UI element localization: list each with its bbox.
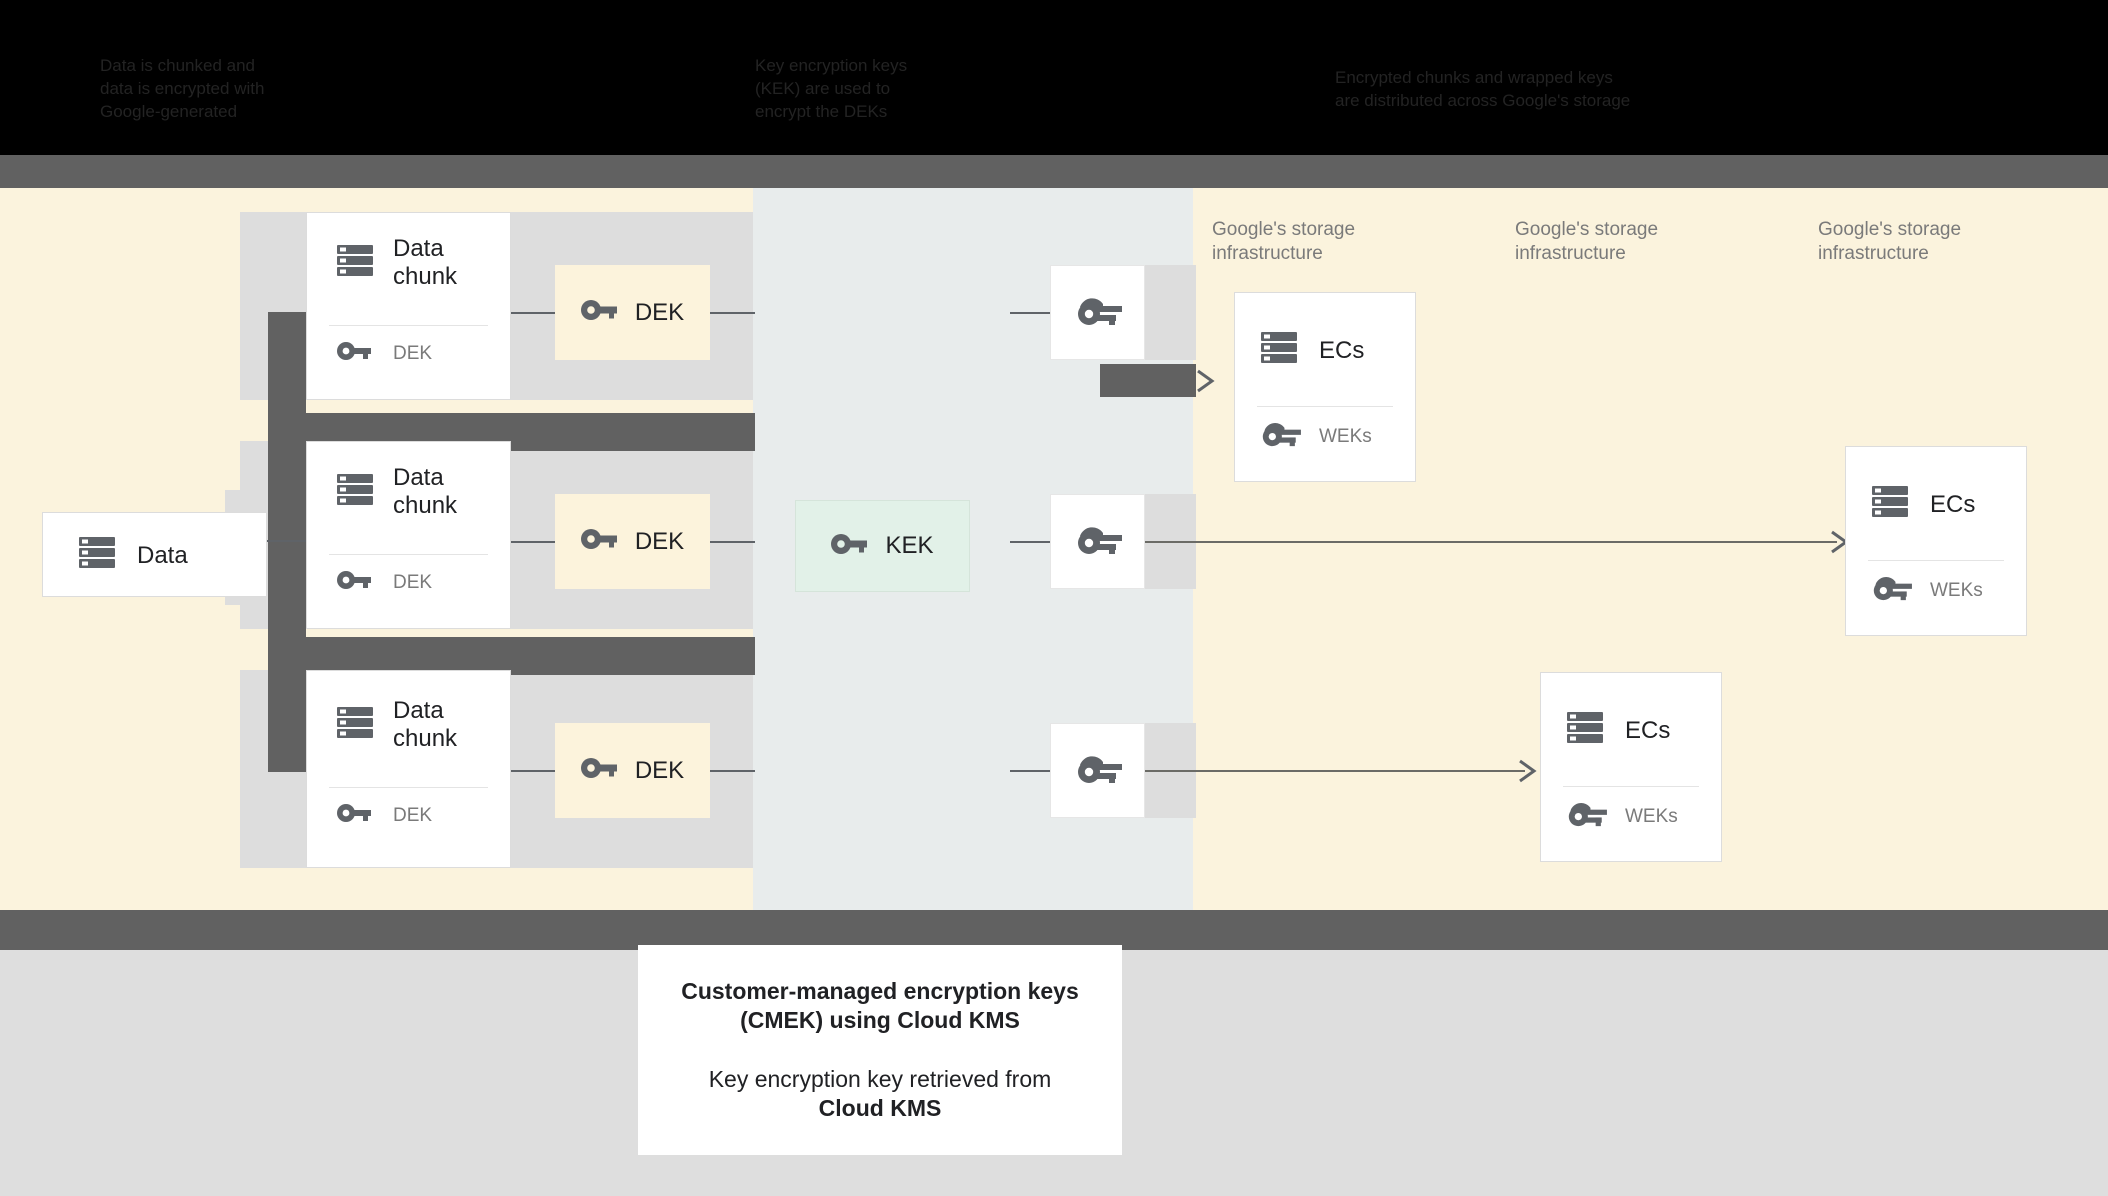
header-line-3: Google-generated xyxy=(100,102,238,121)
key-icon xyxy=(831,533,868,560)
dek-label: DEK xyxy=(634,527,685,555)
connector-chunk3-dek3 xyxy=(511,770,555,772)
data-chunk-card-1: Data chunk DEK xyxy=(306,212,511,400)
wrapped-key-icon xyxy=(1076,525,1122,560)
wrapped-key-box-2 xyxy=(1050,494,1145,589)
header-line-5: (KEK) are used to xyxy=(755,79,891,98)
top-grey-divider xyxy=(0,155,2108,188)
data-source-label: Data xyxy=(137,541,188,569)
connector-dek2-out xyxy=(710,541,755,543)
top-black-band xyxy=(0,0,2108,155)
key-icon xyxy=(337,570,371,595)
dek-box-2: DEK xyxy=(555,494,710,589)
storage-ecs-title: ECs xyxy=(1319,336,1365,364)
connector-data-to-fanout xyxy=(267,540,307,542)
fanout-branch-bottom xyxy=(268,637,755,675)
card-divider xyxy=(1868,560,2004,561)
wrapped-key-icon xyxy=(1872,575,1912,606)
header-line-4: Key encryption keys xyxy=(755,56,908,75)
server-icon xyxy=(1261,331,1297,370)
card-divider xyxy=(329,554,488,555)
header-line-6: encrypt the DEKs xyxy=(755,102,888,121)
storage-wek-label: WEKs xyxy=(1625,805,1678,827)
bottom-grey-divider xyxy=(0,910,2108,950)
key-icon xyxy=(580,528,617,555)
storage-title-3: Google's storage infrastructure xyxy=(1818,219,1962,264)
key-icon xyxy=(337,803,371,828)
dek-label: DEK xyxy=(634,756,685,784)
connector-kek-wek-3 xyxy=(1010,770,1060,772)
storage-title-2: Google's storage infrastructure xyxy=(1515,219,1659,264)
card-divider xyxy=(1257,406,1393,407)
kek-box: KEK xyxy=(795,500,970,592)
server-icon xyxy=(337,473,373,512)
wrapped-key-box-3 xyxy=(1050,723,1145,818)
storage-wek-label: WEKs xyxy=(1319,425,1372,447)
wrapped-key-box-1 xyxy=(1050,265,1145,360)
wrapped-key-icon xyxy=(1567,801,1607,832)
arrow-line-row-3 xyxy=(1145,770,1525,772)
card-divider xyxy=(1563,786,1699,787)
arrow-bar-row-1 xyxy=(1100,364,1196,397)
data-source-card: Data xyxy=(42,512,267,597)
header-line-2: data is encrypted with xyxy=(100,79,265,98)
arrow-right-icon xyxy=(1519,759,1537,783)
caption-line-1: Customer-managed encryption keys xyxy=(681,978,1079,1004)
data-chunk-title: Data chunk xyxy=(393,464,458,519)
data-chunk-card-2: Data chunk DEK xyxy=(306,441,511,629)
wrapped-key-icon xyxy=(1076,296,1122,331)
arrow-right-icon xyxy=(1197,369,1215,393)
storage-ecs-title: ECs xyxy=(1930,490,1976,518)
data-chunk-key-label: DEK xyxy=(393,804,433,826)
storage-wek-label: WEKs xyxy=(1930,579,1983,601)
dek-label: DEK xyxy=(634,298,685,326)
connector-chunk1-dek1 xyxy=(511,312,555,314)
header-line-7: Encrypted chunks and wrapped keys xyxy=(1335,68,1613,87)
connector-kek-wek-1 xyxy=(1010,312,1060,314)
data-chunk-key-label: DEK xyxy=(393,342,433,364)
server-icon xyxy=(337,244,373,283)
fanout-vertical-bar xyxy=(268,312,306,772)
storage-ecs-title: ECs xyxy=(1625,716,1671,744)
card-divider xyxy=(329,325,488,326)
server-icon xyxy=(1567,711,1603,750)
key-icon xyxy=(337,341,371,366)
card-divider xyxy=(329,787,488,788)
connector-chunk2-dek2 xyxy=(511,541,555,543)
storage-title-1: Google's storage infrastructure xyxy=(1212,219,1356,264)
caption-line-3: Key encryption key retrieved from xyxy=(708,1066,1052,1092)
header-line-1: Data is chunked and xyxy=(100,56,255,75)
server-icon xyxy=(337,706,373,745)
dek-box-3: DEK xyxy=(555,723,710,818)
header-line-8: are distributed across Google's storage xyxy=(1335,91,1631,110)
key-icon xyxy=(580,757,617,784)
connector-kek-wek-2 xyxy=(1010,541,1060,543)
caption-card: Customer-managed encryption keys (CMEK) … xyxy=(638,945,1122,1155)
wrapped-key-icon xyxy=(1076,754,1122,789)
data-chunk-title: Data chunk xyxy=(393,235,458,290)
caption-line-4: Cloud KMS xyxy=(818,1095,942,1121)
storage-ecs-card-3: ECs WEKs xyxy=(1845,446,2027,636)
key-icon xyxy=(580,299,617,326)
dek-box-1: DEK xyxy=(555,265,710,360)
data-chunk-key-label: DEK xyxy=(393,571,433,593)
storage-ecs-card-2: ECs WEKs xyxy=(1540,672,1722,862)
data-chunk-title: Data chunk xyxy=(393,697,458,752)
arrow-line-row-2 xyxy=(1145,541,1837,543)
kek-label: KEK xyxy=(885,532,934,559)
data-chunk-card-3: Data chunk DEK xyxy=(306,670,511,868)
caption-line-2: (CMEK) using Cloud KMS xyxy=(740,1007,1020,1033)
server-icon xyxy=(79,536,115,575)
connector-dek1-out xyxy=(710,312,755,314)
server-icon xyxy=(1872,485,1908,524)
connector-dek3-out xyxy=(710,770,755,772)
storage-ecs-card-1: ECs WEKs xyxy=(1234,292,1416,482)
wrapped-key-icon xyxy=(1261,421,1301,452)
